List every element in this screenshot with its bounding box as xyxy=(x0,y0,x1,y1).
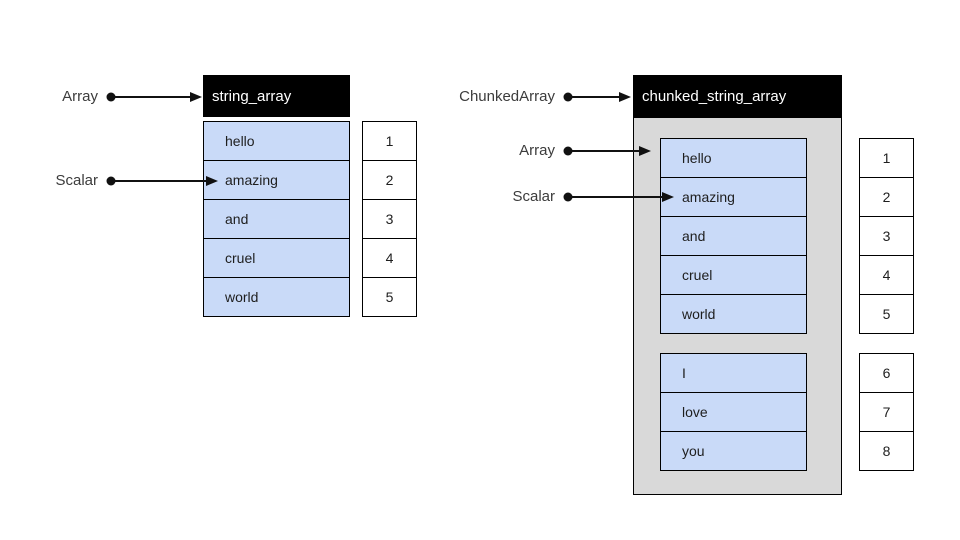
left-array-arrow xyxy=(106,92,202,102)
index-cell: 1 xyxy=(362,121,417,161)
chunk2-column: I love you xyxy=(660,353,807,471)
right-header-chunked-string-array: chunked_string_array xyxy=(633,75,842,117)
left-scalar-arrow xyxy=(106,176,218,186)
index-cell: 5 xyxy=(362,277,417,317)
array-cell: world xyxy=(660,294,807,334)
index-cell: 3 xyxy=(362,199,417,239)
left-scalar-pointer-label: Scalar xyxy=(55,172,98,189)
right-array-pointer-label: Array xyxy=(519,142,555,159)
array-cell: love xyxy=(660,392,807,432)
array-cell: I xyxy=(660,353,807,393)
array-cell: cruel xyxy=(660,255,807,295)
index-cell: 8 xyxy=(859,431,914,471)
index-cell: 6 xyxy=(859,353,914,393)
array-cell: cruel xyxy=(203,238,350,278)
left-array-pointer-label: Array xyxy=(62,88,98,105)
index-cell: 7 xyxy=(859,392,914,432)
array-cell: amazing xyxy=(203,160,350,200)
right-index-column-chunk1: 1 2 3 4 5 xyxy=(859,138,914,334)
right-chunkedarray-pointer-label: ChunkedArray xyxy=(459,88,555,105)
chunk1-column: hello amazing and cruel world xyxy=(660,138,807,334)
index-cell: 4 xyxy=(362,238,417,278)
left-header-string-array: string_array xyxy=(203,75,350,117)
left-string-array-column: hello amazing and cruel world xyxy=(203,121,350,317)
index-cell: 2 xyxy=(859,177,914,217)
array-cell: world xyxy=(203,277,350,317)
index-cell: 5 xyxy=(859,294,914,334)
right-index-column-chunk2: 6 7 8 xyxy=(859,353,914,471)
index-cell: 1 xyxy=(859,138,914,178)
right-chunkedarray-arrow xyxy=(563,92,631,102)
right-scalar-pointer-label: Scalar xyxy=(512,188,555,205)
array-cell: you xyxy=(660,431,807,471)
index-cell: 3 xyxy=(859,216,914,256)
array-cell: amazing xyxy=(660,177,807,217)
left-index-column: 1 2 3 4 5 xyxy=(362,121,417,317)
array-cell: and xyxy=(660,216,807,256)
array-cell: hello xyxy=(660,138,807,178)
array-cell: and xyxy=(203,199,350,239)
index-cell: 2 xyxy=(362,160,417,200)
index-cell: 4 xyxy=(859,255,914,295)
